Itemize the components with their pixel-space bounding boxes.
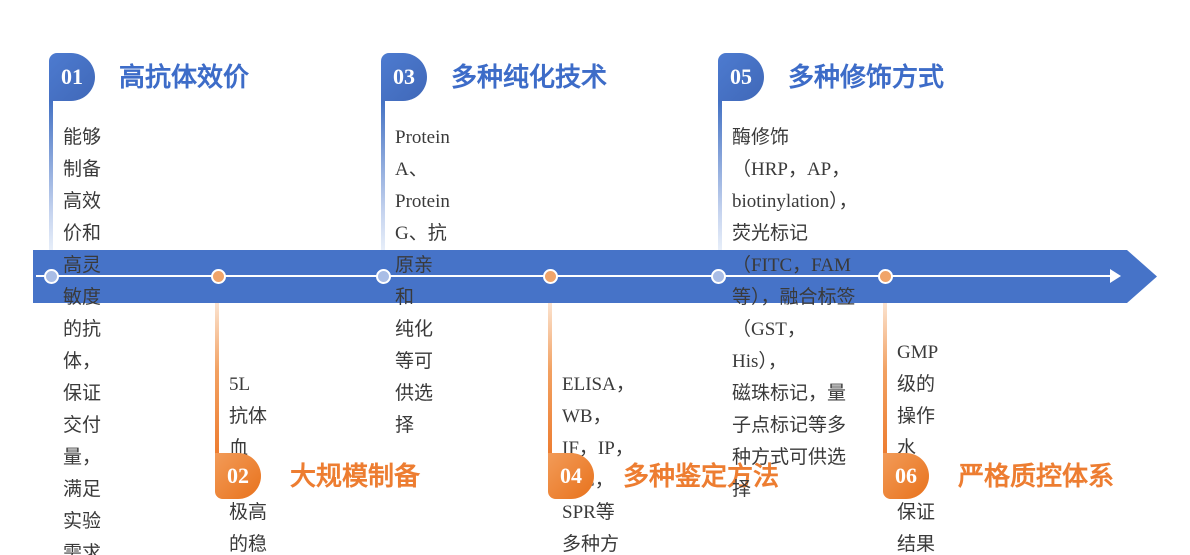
step-number-badge: 03 bbox=[381, 53, 427, 101]
step-number-badge: 06 bbox=[883, 453, 929, 499]
timeline-dot bbox=[44, 269, 59, 284]
connector-line bbox=[548, 303, 552, 453]
step-title: 严格质控体系 bbox=[958, 461, 1115, 491]
step-number-badge: 05 bbox=[718, 53, 764, 101]
timeline-dot bbox=[543, 269, 558, 284]
step-description: Protein A、Protein G、抗原亲和 纯化等可供选择 bbox=[395, 127, 450, 436]
step-title: 多种鉴定方法 bbox=[623, 461, 780, 491]
connector-line bbox=[49, 101, 53, 250]
timeline-dot bbox=[376, 269, 391, 284]
step-title: 多种纯化技术 bbox=[451, 62, 608, 92]
timeline-dot bbox=[711, 269, 726, 284]
connector-line bbox=[381, 101, 385, 250]
connector-line bbox=[215, 303, 219, 453]
timeline-dot bbox=[211, 269, 226, 284]
step-number-badge: 04 bbox=[548, 453, 594, 499]
connector-line bbox=[718, 101, 722, 250]
timeline-dot bbox=[878, 269, 893, 284]
arrow-right-icon bbox=[1110, 269, 1121, 283]
step-title: 高抗体效价 bbox=[119, 62, 250, 92]
step-description: GMP级的操作水平，保证结果可 靠，服务可定制，项目可追踪， 定期汇报机制 bbox=[897, 342, 939, 555]
step-description: 能够制备高效价和高灵敏度的抗 体，保证交付量，满足实验需求 bbox=[63, 127, 102, 555]
step-title: 大规模制备 bbox=[290, 461, 421, 491]
step-description: 酶修饰（HRP，AP，biotinylation），荧光标记 （FITC，FAM… bbox=[732, 127, 858, 500]
step-number-badge: 02 bbox=[215, 453, 261, 499]
step-title: 多种修饰方式 bbox=[788, 62, 945, 92]
connector-line bbox=[883, 303, 887, 453]
step-number-badge: 01 bbox=[49, 53, 95, 101]
timeline-center-line bbox=[36, 275, 1114, 277]
